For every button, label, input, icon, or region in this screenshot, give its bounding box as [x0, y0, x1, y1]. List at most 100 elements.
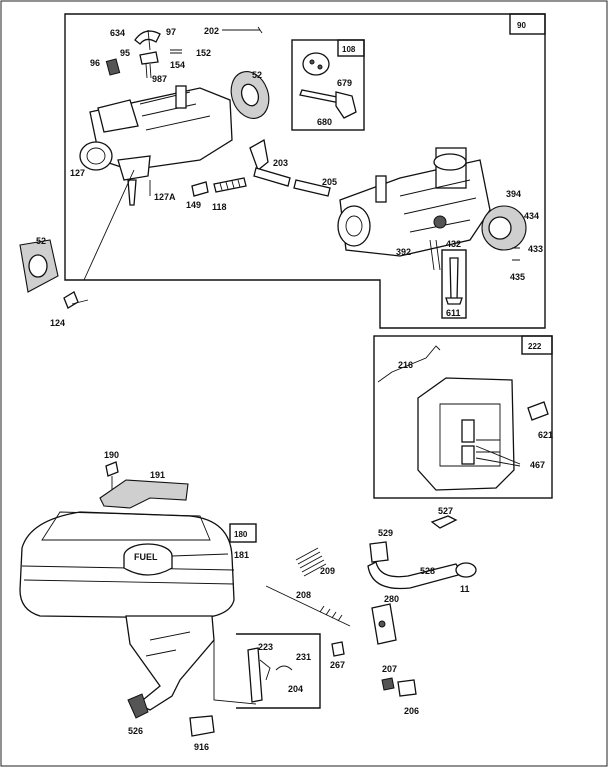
part-label-52b: 52 — [36, 236, 46, 246]
part-label-432: 432 — [446, 239, 461, 249]
spring-209 — [295, 547, 327, 577]
spring-231 — [275, 665, 293, 671]
part-label-154: 154 — [170, 60, 185, 70]
fuel-line-assembly: 529 528 11 527 — [367, 506, 477, 594]
fuel-cap-text: FUEL — [134, 552, 158, 562]
box-222: 222 216 621 467 — [373, 335, 553, 499]
part-label-527: 527 — [438, 506, 453, 516]
box-90-tag — [509, 13, 546, 35]
seal-432 — [433, 215, 447, 229]
governor-springs: 209 208 — [265, 547, 351, 627]
part-label-205: 205 — [322, 177, 337, 187]
part-label-679: 679 — [337, 78, 352, 88]
box-180-label: 180 — [234, 530, 248, 539]
box-180-tag — [229, 523, 257, 543]
clip-916 — [189, 715, 215, 737]
part-label-916: 916 — [194, 742, 209, 752]
part-label-52a: 52 — [252, 70, 262, 80]
part-label-680: 680 — [317, 117, 332, 127]
part-label-209: 209 — [320, 566, 335, 576]
part-label-208: 208 — [296, 590, 311, 600]
inset-box-108: 108 679 680 — [291, 39, 365, 131]
rod-208 — [265, 585, 351, 627]
part-label-987: 987 — [152, 74, 167, 84]
air-horn — [79, 141, 113, 171]
carburetor-screws-links: 149 118 203 205 — [186, 138, 337, 212]
part-label-634: 634 — [110, 28, 125, 38]
part-label-11: 11 — [460, 584, 470, 594]
part-label-204: 204 — [288, 684, 303, 694]
part-label-118: 118 — [212, 202, 227, 212]
throttle-spring — [139, 51, 159, 65]
part-label-611: 611 — [446, 308, 461, 318]
part-label-127: 127 — [70, 168, 85, 178]
nut-206 — [397, 679, 417, 697]
idle-screw-96 — [105, 58, 121, 76]
part-label-280: 280 — [384, 594, 399, 604]
part-label-97: 97 — [166, 27, 176, 37]
part-label-127a: 127A — [154, 192, 176, 202]
part-label-392: 392 — [396, 247, 411, 257]
choke-lever — [134, 30, 161, 45]
screw-526 — [127, 693, 149, 719]
washer-207 — [381, 677, 395, 691]
part-label-96: 96 — [90, 58, 100, 68]
elbow-529 — [369, 541, 389, 563]
part-label-124: 124 — [50, 318, 65, 328]
carb-intake — [337, 205, 371, 247]
fitting-11 — [455, 562, 477, 578]
part-label-202: 202 — [204, 26, 219, 36]
part-label-231: 231 — [296, 652, 311, 662]
box-108-label: 108 — [342, 45, 356, 54]
screw-124 — [63, 291, 79, 309]
bracket-191 — [99, 479, 189, 509]
gasket-52-lower: 52 124 — [19, 236, 89, 328]
screw-190 — [105, 461, 119, 477]
clip-527 — [430, 515, 458, 529]
part-label-203: 203 — [273, 158, 288, 168]
part-label-526: 526 — [128, 726, 143, 736]
part-label-223: 223 — [258, 642, 273, 652]
part-label-149: 149 — [186, 200, 201, 210]
part-label-528: 528 — [420, 566, 435, 576]
needle-611 — [449, 257, 459, 301]
carburetor-body: 52 127 127A — [70, 70, 270, 281]
carburetor-body-right: 394 434 433 435 432 392 — [337, 147, 543, 282]
part-label-181: 181 — [234, 550, 249, 560]
governor-parts: 280 267 207 206 — [330, 594, 419, 716]
rod-205 — [293, 179, 331, 197]
part-label-191: 191 — [150, 470, 165, 480]
link-203 — [249, 138, 269, 172]
part-label-433: 433 — [528, 244, 543, 254]
box-90-label: 90 — [517, 21, 526, 30]
part-label-152: 152 — [196, 48, 211, 58]
screw-118 — [213, 177, 247, 193]
part-label-435: 435 — [510, 272, 525, 282]
screw-267 — [331, 641, 345, 657]
part-label-529: 529 — [378, 528, 393, 538]
choke-lever-parts: 634 97 202 95 96 152 154 987 — [90, 26, 263, 84]
part-label-206: 206 — [404, 706, 419, 716]
box-222-label: 222 — [528, 342, 542, 351]
inset-box-611: 611 — [441, 249, 467, 319]
throttle-control-223 — [247, 647, 263, 703]
part-label-467: 467 — [530, 460, 545, 470]
tank-mount-bracket — [125, 615, 215, 711]
fuel-tank-assembly: 190 191 180 FUEL 181 526 916 — [19, 450, 257, 752]
throttle-plate — [302, 52, 330, 76]
link-216 — [377, 345, 441, 383]
throttle-lever — [335, 91, 357, 119]
fuel-line-528 — [367, 561, 464, 590]
part-label-95: 95 — [120, 48, 130, 58]
inset-box-223: 223 231 204 — [236, 633, 321, 709]
part-label-267: 267 — [330, 660, 345, 670]
part-label-207: 207 — [382, 664, 397, 674]
clip-621 — [527, 401, 549, 421]
part-label-216: 216 — [398, 360, 413, 370]
part-label-394: 394 — [506, 189, 521, 199]
part-label-621: 621 — [538, 430, 553, 440]
carburetor-assembly-box: 90 — [64, 13, 546, 329]
part-label-190: 190 — [104, 450, 119, 460]
